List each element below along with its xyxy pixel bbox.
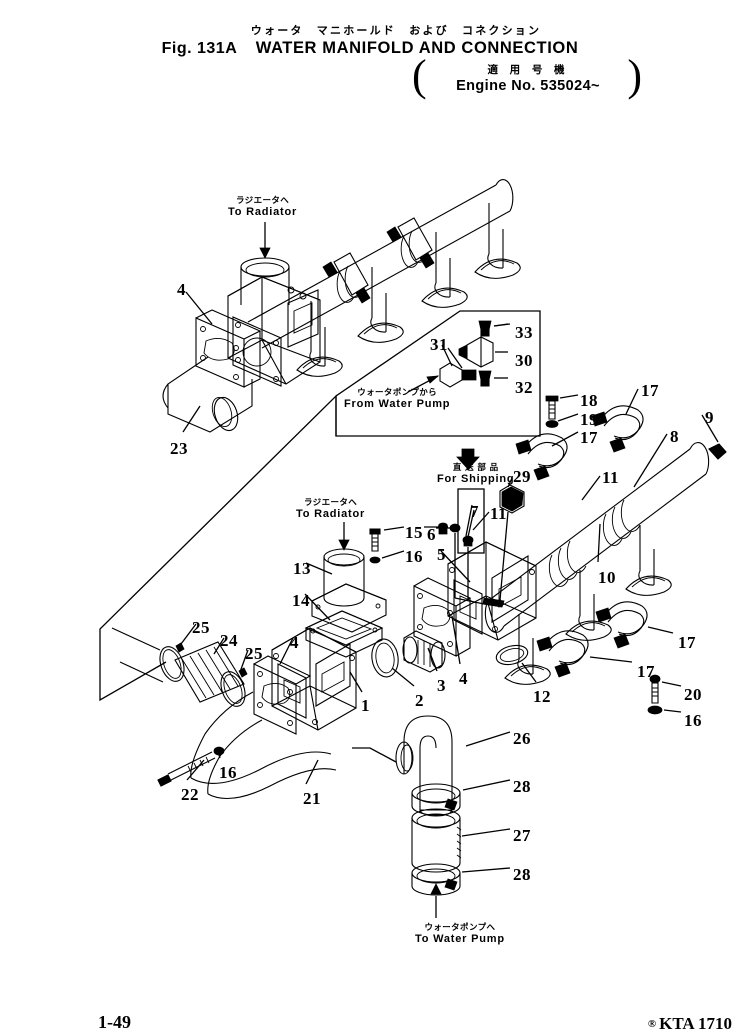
model-code-text: KTA 1710 xyxy=(659,1014,732,1029)
callout-number: 30 xyxy=(515,351,533,370)
callout-number: 27 xyxy=(513,826,531,845)
annotation-english: For Shipping xyxy=(437,473,515,485)
item-29-fitting xyxy=(499,477,525,601)
annotation-japanese: ラジエータへ xyxy=(235,196,290,206)
callout-number: 12 xyxy=(533,687,551,706)
callout-number: 14 xyxy=(292,591,310,610)
callout-number: 28 xyxy=(513,865,531,884)
engine-note-english: Engine No. 535024~ xyxy=(456,78,600,94)
callout-number: 33 xyxy=(515,323,533,342)
engine-note-japanese: 適 用 号 機 xyxy=(487,64,569,76)
annotation-english: To Water Pump xyxy=(415,933,505,945)
callout-number: 26 xyxy=(513,729,531,748)
item-12-seal-ring xyxy=(495,644,529,666)
callout-number: 3 xyxy=(437,676,446,695)
annotation-arrows xyxy=(259,222,442,918)
callout-number: 1 xyxy=(361,696,370,715)
page-number: 1-49 xyxy=(98,1012,131,1029)
model-code: ®KTA 1710 xyxy=(648,1014,732,1029)
annotation-for-shipping: 直 送 部 品 For Shipping xyxy=(437,463,514,485)
callout-number: 21 xyxy=(303,789,321,808)
callout-number: 13 xyxy=(293,559,311,578)
callout-number: 4 xyxy=(459,669,468,688)
callout-number: 24 xyxy=(220,631,238,650)
callout-number: 28 xyxy=(513,777,531,796)
callout-number: 4 xyxy=(177,280,186,299)
from-water-pump-inset xyxy=(335,310,541,437)
callout-number: 16 xyxy=(684,711,702,730)
callout-number: 17 xyxy=(641,381,659,400)
callout-number: 16 xyxy=(405,547,423,566)
callout-number: 25 xyxy=(192,618,210,637)
annotation-japanese: ウォータポンプへ xyxy=(424,923,496,933)
callout-number: 11 xyxy=(602,468,620,487)
zigzag-leader-line xyxy=(99,394,337,702)
annotation-japanese: ウォータポンプから xyxy=(357,388,438,398)
callout-number: 9 xyxy=(705,408,714,427)
callout-number: 2 xyxy=(415,691,424,710)
title-row: Fig. 131A WATER MANIFOLD AND CONNECTION xyxy=(0,39,740,58)
callout-number: 11 xyxy=(490,504,508,523)
hose-clamps xyxy=(515,405,648,678)
annotation-to-radiator-mid: ラジエータへ To Radiator xyxy=(296,498,365,520)
annotation-english: From Water Pump xyxy=(344,398,451,410)
callout-number: 4 xyxy=(290,633,299,652)
upper-manifold-assembly xyxy=(247,179,521,377)
callout-number: 7 xyxy=(470,502,479,521)
annotation-to-water-pump: ウォータポンプへ To Water Pump xyxy=(415,923,505,945)
callout-number: 17 xyxy=(580,428,598,447)
lower-manifold-assembly xyxy=(484,442,727,685)
callout-number: 16 xyxy=(219,763,237,782)
center-water-housing xyxy=(371,541,537,678)
registered-mark-icon: ® xyxy=(647,1018,657,1029)
callout-number: 6 xyxy=(427,525,436,544)
callout-number: 22 xyxy=(181,785,199,804)
page-title: WATER MANIFOLD AND CONNECTION xyxy=(255,39,579,57)
lower-left-elbow-assembly xyxy=(111,627,357,799)
paren-right: ) xyxy=(627,51,642,100)
annotation-japanese: 直 送 部 品 xyxy=(452,463,499,473)
engine-number-note: ( ) 適 用 号 機 Engine No. 535024~ xyxy=(412,53,642,106)
callout-leaders xyxy=(177,291,719,873)
bottom-hose-assembly xyxy=(352,715,462,896)
paren-left: ( xyxy=(412,51,427,100)
annotation-from-water-pump: ウォータポンプから From Water Pump xyxy=(344,388,450,410)
diagram-header: ウォータ マニホールド および コネクション Fig. 131A WATER M… xyxy=(0,22,740,58)
callout-number: 17 xyxy=(637,662,655,681)
upper-thermostat-housing xyxy=(162,257,321,433)
item-20-16-fasteners xyxy=(647,674,663,715)
callout-number: 15 xyxy=(405,523,423,542)
callout-number: 25 xyxy=(245,644,263,663)
callout-number: 10 xyxy=(598,568,616,587)
item-18-19-fasteners xyxy=(545,395,559,428)
callout-number: 23 xyxy=(170,439,188,458)
callout-number: 5 xyxy=(437,545,446,564)
callout-number: 8 xyxy=(670,427,679,446)
annotation-english: To Radiator xyxy=(228,206,298,218)
figure-number: Fig. 131A xyxy=(161,40,238,57)
annotation-japanese: ラジエータへ xyxy=(303,498,358,508)
callout-number: 29 xyxy=(513,467,531,486)
callout-number: 20 xyxy=(684,685,702,704)
callout-number: 17 xyxy=(678,633,696,652)
for-shipping-box xyxy=(436,448,505,608)
annotation-english: To Radiator xyxy=(296,508,366,520)
callout-number: 32 xyxy=(515,378,533,397)
annotation-to-radiator-top: ラジエータへ To Radiator xyxy=(228,196,297,218)
callout-number: 19 xyxy=(580,410,598,429)
callout-number: 18 xyxy=(580,391,598,410)
title-japanese: ウォータ マニホールド および コネクション xyxy=(250,24,542,37)
callout-number: 31 xyxy=(430,335,448,354)
